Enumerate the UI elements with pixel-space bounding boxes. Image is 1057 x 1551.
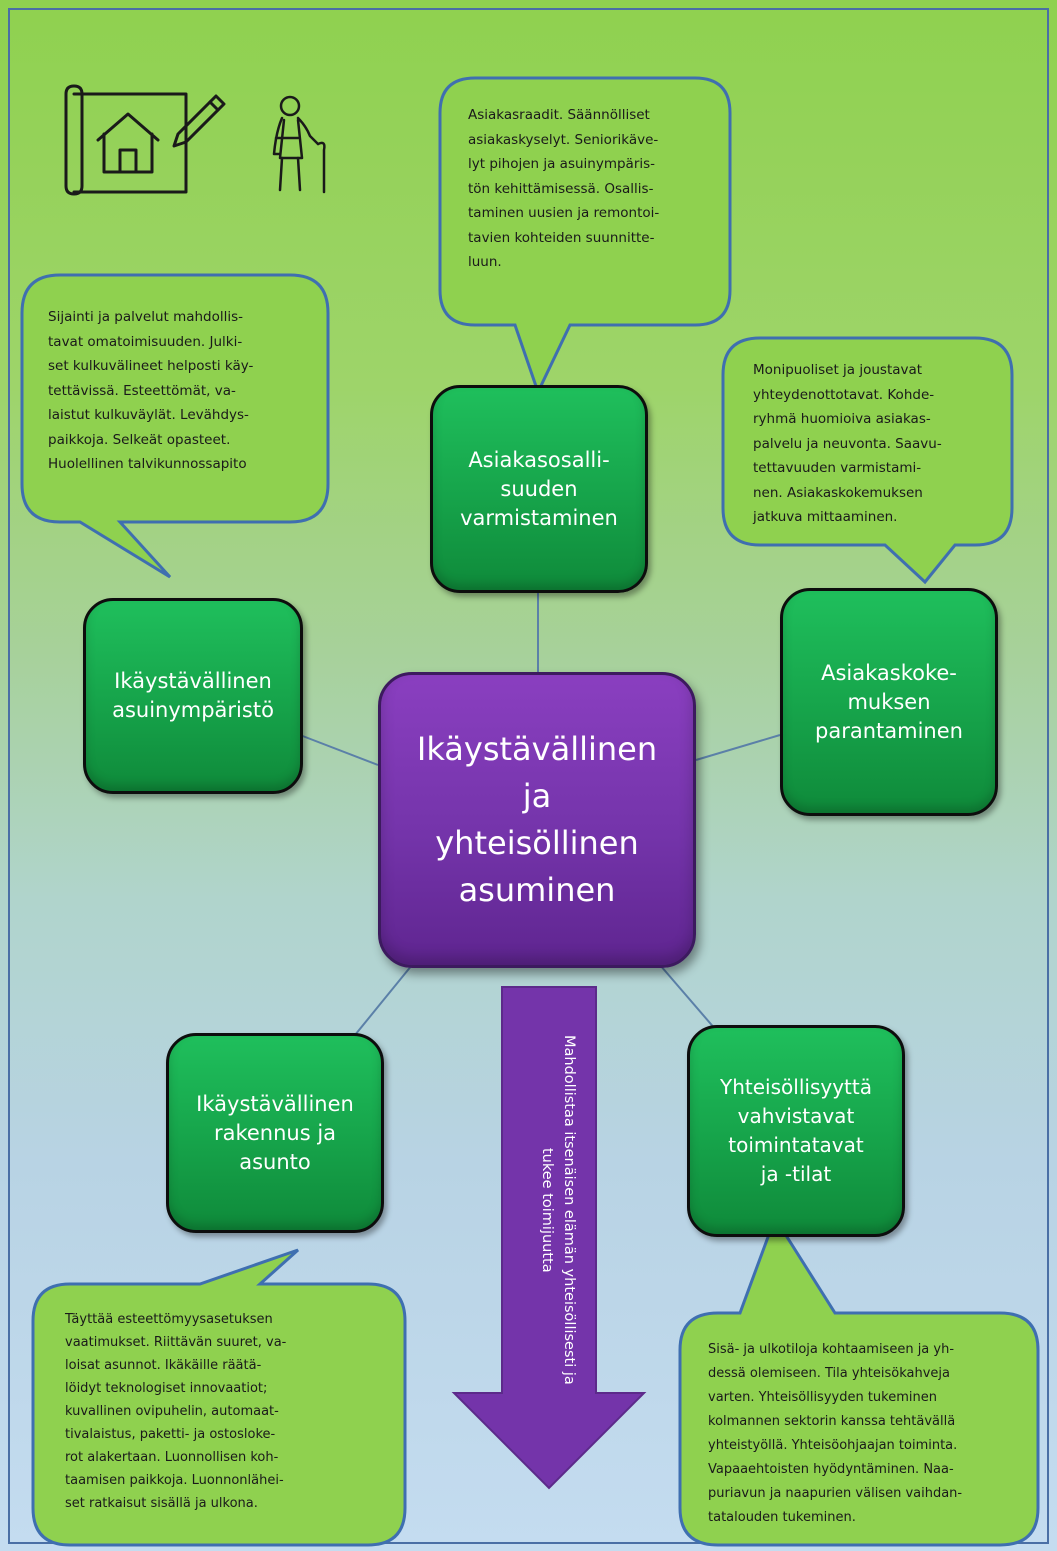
bubble-shape-bottom-right [678,1214,1040,1547]
bubble-line: kolmannen sektorin kanssa tehtävällä [708,1414,956,1429]
bubble-line: set kulkuvälineet helposti käy- [48,358,254,374]
bubble-line: tavien kohteiden suunnitte- [468,229,655,246]
node-line: Ikäystävällinen [196,1091,354,1116]
bubble-line: asiakaskyselyt. Seniorikäve- [468,131,659,148]
node-yhteisollisyys: Yhteisöllisyyttä vahvistavat toimintatav… [687,1025,905,1237]
bubble-text-yhteisollisyys: Sisä- ja ulkotiloja kohtaamiseen ja yh- … [708,1338,962,1530]
bubble-line: tavat omatoimisuuden. Julki- [48,333,243,350]
bubble-line: Vapaaehtoisten hyödyntäminen. Naa- [708,1462,954,1477]
bubble-line: Monipuoliset ja joustavat [753,362,923,378]
connector-left [299,734,379,766]
bubble-line: yhteydenottotavat. Kohde- [753,386,935,403]
node-line: asuinympäristö [112,698,274,722]
bubble-shape-right [721,336,1014,585]
bubble-line: kuvallinen ovipuhelin, automaat- [65,1404,279,1419]
bubble-shape-left [20,273,330,579]
node-line: Ikäystävällinen [114,669,272,693]
connector-bottom-left [354,964,413,1036]
bubble-line: varten. Yhteisöllisyyden tukeminen [708,1390,937,1405]
elderly-person-with-cane-icon [272,95,326,194]
node-line: muksen [847,689,931,714]
node-line: varmistaminen [460,505,618,530]
arrow-label: Mahdollistaa itsenäisen elämän yhteisöll… [520,1000,580,1420]
bubble-shape-top [438,76,732,396]
down-arrow-shape [451,986,647,1490]
bubble-line: taamisen paikkoja. Luonnonläheі- [65,1473,284,1488]
bubble-line: Huolellinen talvikunnossapito [48,456,247,472]
node-line: rakennus ja [213,1120,337,1145]
node-line: ja -tilat [760,1162,832,1186]
node-rakennus: Ikäystävällinen rakennus ja asunto [166,1033,384,1233]
bubble-text-rakennus: Täyttää esteettömyysasetuksen vaatimukse… [65,1308,286,1515]
connector-right [695,734,781,761]
bubble-line: yhteistyöllä. Yhteisöohjaajan toiminta. [708,1438,958,1453]
bubble-line: Sisä- ja ulkotiloja kohtaamiseen ja yh- [708,1342,955,1357]
central-line: yhteisöllinen [435,824,639,862]
bubble-line: tatalouden tukeminen. [708,1510,856,1525]
bubble-line: set ratkaisut sisällä ja ulkona. [65,1496,258,1511]
bubble-line: Sijainti ja palvelut mahdollis- [48,309,244,325]
bubble-line: rot alakertaan. Luonnollisen koh- [65,1450,279,1465]
node-line: Asiakaskoke- [821,660,957,685]
node-asiakasosallisuus: Asiakasosalli- suuden varmistaminen [430,385,648,593]
bubble-line: luun. [468,254,502,270]
bubble-line: dessä olemiseen. Tila yhteisökahveja [708,1366,951,1381]
bubble-line: tettavuuden varmistami- [753,460,922,476]
node-line: suuden [500,476,578,501]
node-line: parantaminen [815,718,963,743]
bubble-line: vaatimukset. Riittävän suuret, va- [65,1335,287,1350]
node-ymparisto: Ikäystävällinen asuinympäristö [83,598,303,794]
central-line: Ikäystävällinen [416,730,658,768]
bubble-line: tettävissä. Esteettömät, va- [48,382,236,399]
bubble-line: jatkuva mittaaminen. [753,509,898,525]
node-line: vahvistavat [737,1104,855,1128]
bubble-text-ymparisto: Sijainti ja palvelut mahdollis- tavat om… [48,305,253,477]
connector-bottom-right [659,964,717,1031]
bubble-line: Asiakasraadit. Säännölliset [468,107,650,123]
bubble-line: tön kehittämisessä. Osallis- [468,180,654,197]
bubble-line: Täyttää esteettömyysasetuksen [65,1312,273,1327]
bubble-line: taminen uusien ja remontoi- [468,205,660,221]
node-line: Asiakasosalli- [468,447,610,472]
node-asiakaskokemus: Asiakaskoke- muksen parantaminen [780,588,998,816]
node-line: Yhteisöllisyyttä [720,1075,872,1099]
bubble-line: tivalaistus, paketti- ja ostosloke- [65,1427,276,1442]
bubble-text-asiakasosallisuus: Asiakasraadit. Säännölliset asiakaskysel… [468,103,659,275]
bubble-line: puriavun ja naapurien välisen vaihdan- [708,1486,963,1501]
bubble-line: loisat asunnot. Ikäkäille räätä- [65,1358,262,1373]
blueprint-house-icon [64,84,226,196]
central-line: ja [522,777,552,815]
bubble-text-asiakaskokemus: Monipuoliset ja joustavat yhteydenottota… [753,358,942,530]
bubble-line: laistut kulkuväylät. Levähdys- [48,407,249,423]
bubble-line: nen. Asiakaskokemuksen [753,484,923,501]
central-node: Ikäystävällinen ja yhteisöllinen asumine… [378,672,696,968]
arrow-line: Mahdollistaa itsenäisen elämän yhteisöll… [561,1035,577,1385]
arrow-line: tukee toimijuutta [539,1147,555,1273]
bubble-line: ryhmä huomioiva asiakas- [753,411,931,427]
bubble-line: paikkoja. Selkeät opasteet. [48,431,231,448]
bubble-line: palvelu ja neuvonta. Saavu- [753,435,942,452]
node-line: asunto [239,1149,311,1174]
bubble-shape-bottom-left [31,1248,407,1547]
bubble-line: lyt pihojen ja asuinympäris- [468,156,656,172]
down-arrow [451,986,647,1490]
bubble-line: löidyt teknologiset innovaatiot; [65,1381,268,1396]
node-line: toimintatavat [728,1133,864,1157]
central-line: asuminen [458,871,616,909]
